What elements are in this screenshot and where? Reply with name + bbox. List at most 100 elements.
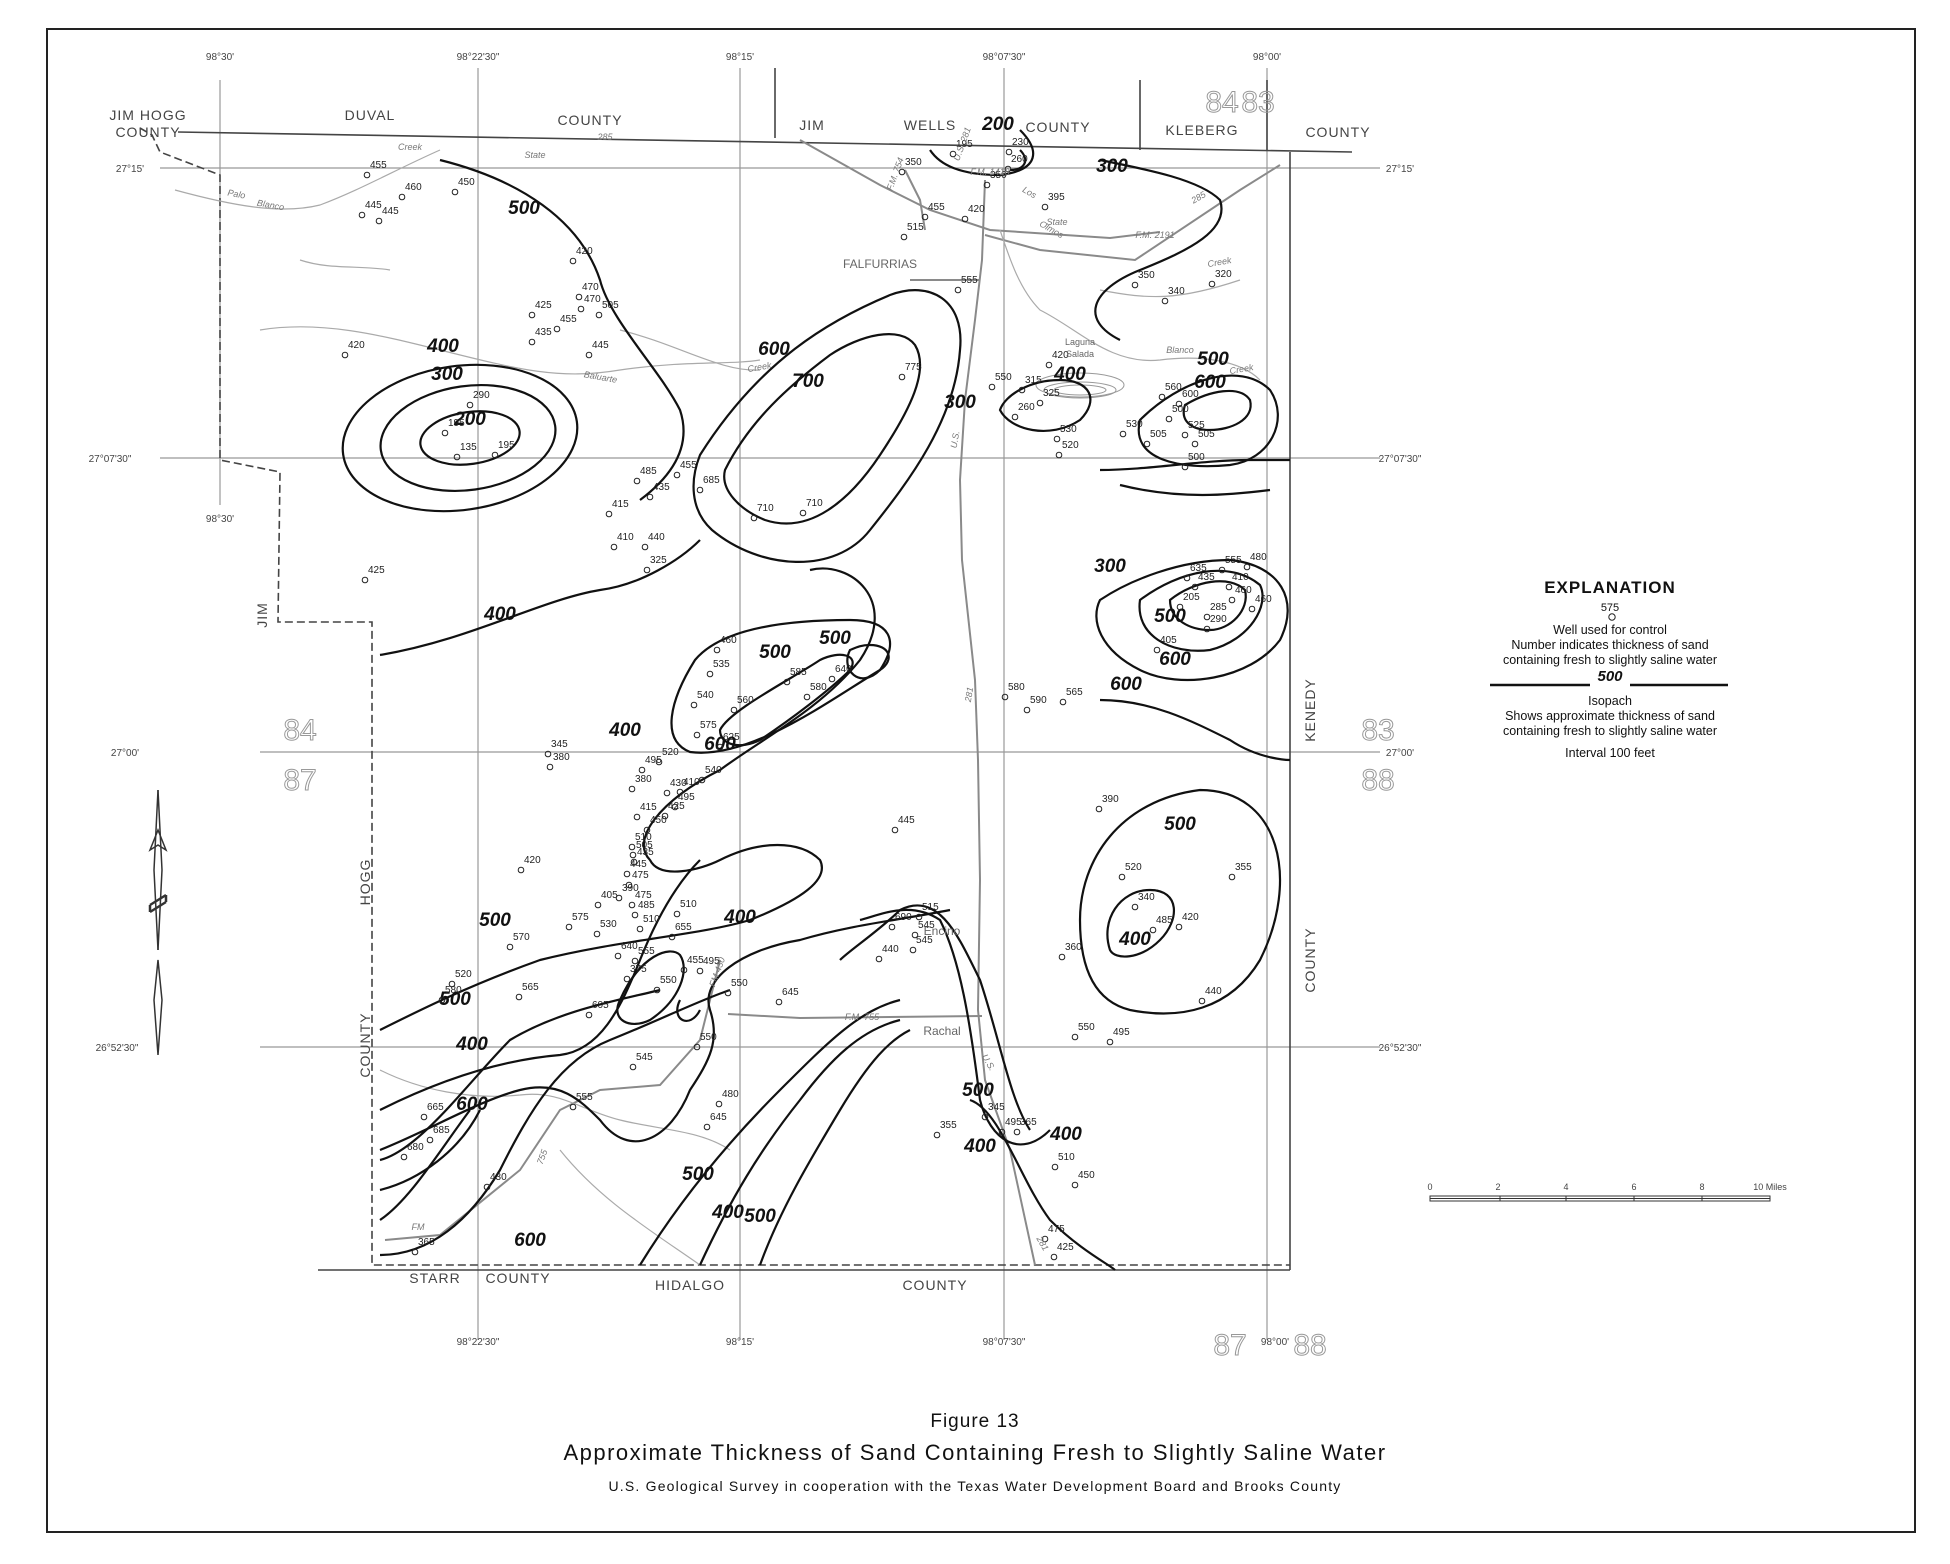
coord-label: 98°15' [726, 1337, 754, 1348]
scale-tick: 2 [1495, 1182, 1500, 1192]
place-label: FALFURRIAS [843, 257, 917, 271]
well-value: 520 [455, 969, 472, 980]
isopach-label: 400 [1118, 929, 1151, 950]
well-value: 345 [988, 1102, 1005, 1113]
well-value: 350 [990, 170, 1007, 181]
isopach-label: 500 [1197, 349, 1229, 370]
well-value: 435 [1198, 572, 1215, 583]
well-symbol-icon [528, 311, 536, 319]
well-symbol-icon [988, 383, 996, 391]
well-symbol-icon [1181, 463, 1189, 471]
well-symbol-icon [517, 866, 525, 874]
well-value: 540 [697, 690, 714, 701]
well-symbol-icon [1243, 563, 1251, 571]
well-symbol-icon [426, 1136, 434, 1144]
well-symbol-icon [577, 305, 585, 313]
well-value: 260 [1011, 154, 1028, 165]
isopach-label: 500 [744, 1206, 776, 1227]
well-symbol-icon [629, 851, 637, 859]
well-symbol-icon [398, 193, 406, 201]
well-value: 550 [995, 372, 1012, 383]
isopach-label: 500 [508, 198, 540, 219]
isopach-label: 600 [758, 339, 790, 360]
well-value: 485 [1156, 915, 1173, 926]
well-value: 450 [458, 177, 475, 188]
well-value: 480 [722, 1089, 739, 1100]
road-label: State [1046, 217, 1067, 227]
well-value: 605 [592, 1000, 609, 1011]
well-symbol-icon [1036, 399, 1044, 407]
road-label: F.M. 2191 [1135, 230, 1174, 240]
well-symbol-icon [593, 930, 601, 938]
well-value: 410 [1232, 572, 1249, 583]
well-value: 355 [940, 1120, 957, 1131]
well-value: 550 [700, 1032, 717, 1043]
creek-label: Blanco [256, 198, 285, 213]
well-symbol-icon [638, 766, 646, 774]
well-symbol-icon [655, 758, 663, 766]
well-symbol-icon [949, 150, 957, 158]
well-symbol-icon [515, 993, 523, 1001]
well-symbol-icon [631, 911, 639, 919]
well-symbol-icon [623, 975, 631, 983]
well-value: 435 [653, 482, 670, 493]
well-symbol-icon [451, 188, 459, 196]
well-symbol-icon [1041, 1235, 1049, 1243]
well-symbol-icon [630, 858, 638, 866]
well-symbol-icon [1161, 297, 1169, 305]
well-value: 575 [572, 912, 589, 923]
county-label: KLEBERG [1165, 122, 1238, 138]
well-value: 380 [553, 752, 570, 763]
well-symbol-icon [1013, 1128, 1021, 1136]
well-symbol-icon [1203, 625, 1211, 633]
well-value: 510 [1058, 1152, 1075, 1163]
well-symbol-icon [911, 931, 919, 939]
well-symbol-icon [1058, 953, 1066, 961]
creek-label: Palo [227, 188, 246, 201]
well-symbol-icon [1228, 873, 1236, 881]
figure-credit: U.S. Geological Survey in cooperation wi… [608, 1478, 1342, 1494]
laguna-salada [1035, 372, 1125, 399]
well-value: 455 [928, 202, 945, 213]
well-symbol-icon [1181, 431, 1189, 439]
well-symbol-icon [724, 989, 732, 997]
isopach-label: 600 [1110, 674, 1142, 695]
coord-label: 98°15' [726, 52, 754, 63]
well-value: 360 [1065, 942, 1082, 953]
explanation-well-line1: Well used for control [1553, 623, 1667, 637]
well-value: 445 [898, 815, 915, 826]
well-symbol-icon [506, 943, 514, 951]
well-symbol-icon [898, 373, 906, 381]
grid-number: 84 [283, 714, 316, 747]
well-value: 500 [1172, 404, 1189, 415]
well-value: 470 [584, 294, 601, 305]
well-value: 575 [700, 720, 717, 731]
place-label: Encino [924, 924, 961, 938]
well-value: 425 [368, 565, 385, 576]
well-symbol-icon [1176, 603, 1184, 611]
well-symbol-icon [750, 514, 758, 522]
well-value: 565 [1066, 687, 1083, 698]
county-label: JIM [799, 117, 825, 133]
well-value: 550 [660, 975, 677, 986]
well-value: 645 [710, 1112, 727, 1123]
well-symbol-icon [1248, 605, 1256, 613]
well-symbol-icon [921, 213, 929, 221]
well-value: 555 [576, 1092, 593, 1103]
well-symbol-icon [411, 1248, 419, 1256]
well-value: 495 [645, 755, 662, 766]
well-symbol-icon [828, 675, 836, 683]
well-value: 625 [723, 732, 740, 743]
well-symbol-icon [663, 789, 671, 797]
well-symbol-icon [585, 351, 593, 359]
explanation-isopach-line2: Shows approximate thickness of sand [1505, 709, 1715, 723]
well-symbol-icon [1041, 203, 1049, 211]
well-symbol-icon [1005, 148, 1013, 156]
well-value: 195 [956, 139, 973, 150]
well-value: 580 [445, 985, 462, 996]
well-value: 495 [678, 792, 695, 803]
well-value: 500 [1188, 452, 1205, 463]
well-value: 230 [1012, 137, 1029, 148]
scale-bar [1429, 1195, 1771, 1202]
well-symbol-icon [703, 1123, 711, 1131]
